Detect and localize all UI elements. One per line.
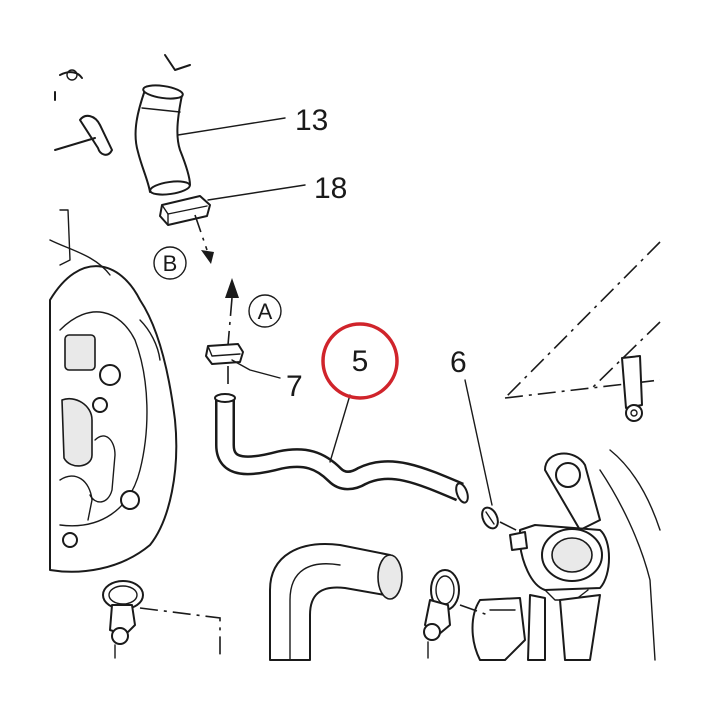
hose-13	[134, 84, 191, 196]
top-left-fittings	[54, 54, 191, 156]
highlight-ring-5	[321, 322, 399, 400]
callout-18: 18	[314, 172, 347, 205]
callout-6: 6	[450, 346, 467, 379]
reference-line-4	[139, 607, 221, 660]
hose-5	[214, 393, 469, 504]
leader-5	[329, 394, 351, 463]
clamp-7	[205, 343, 244, 365]
thermostat-housing	[471, 449, 661, 661]
arrow-a-icon	[225, 278, 239, 298]
engine-block	[49, 209, 178, 573]
callout-13: 13	[295, 104, 328, 137]
badge-b	[153, 246, 187, 280]
hose-clamp-left	[102, 580, 144, 659]
clip-6	[481, 506, 499, 530]
lower-hose	[269, 543, 403, 661]
reference-line-3	[589, 321, 661, 391]
leader-7	[231, 359, 281, 379]
letter-a: A	[258, 299, 273, 324]
letter-b: B	[163, 251, 178, 276]
badge-a	[248, 294, 282, 328]
reference-line-1	[504, 241, 661, 399]
reference-line-5	[459, 604, 489, 616]
flow-line-b	[194, 214, 208, 251]
flow-line-a	[227, 297, 233, 346]
callout-7: 7	[286, 370, 303, 403]
leader-6	[464, 379, 493, 506]
hose-clamp-right	[423, 569, 460, 659]
leader-18	[207, 184, 306, 201]
flow-line-6	[499, 521, 521, 533]
bracket	[621, 355, 643, 422]
arrow-b-icon	[201, 250, 214, 264]
reference-line-2	[504, 379, 661, 399]
leader-13	[177, 117, 286, 136]
clamp-18	[159, 195, 211, 226]
callout-5: 5	[352, 345, 369, 378]
